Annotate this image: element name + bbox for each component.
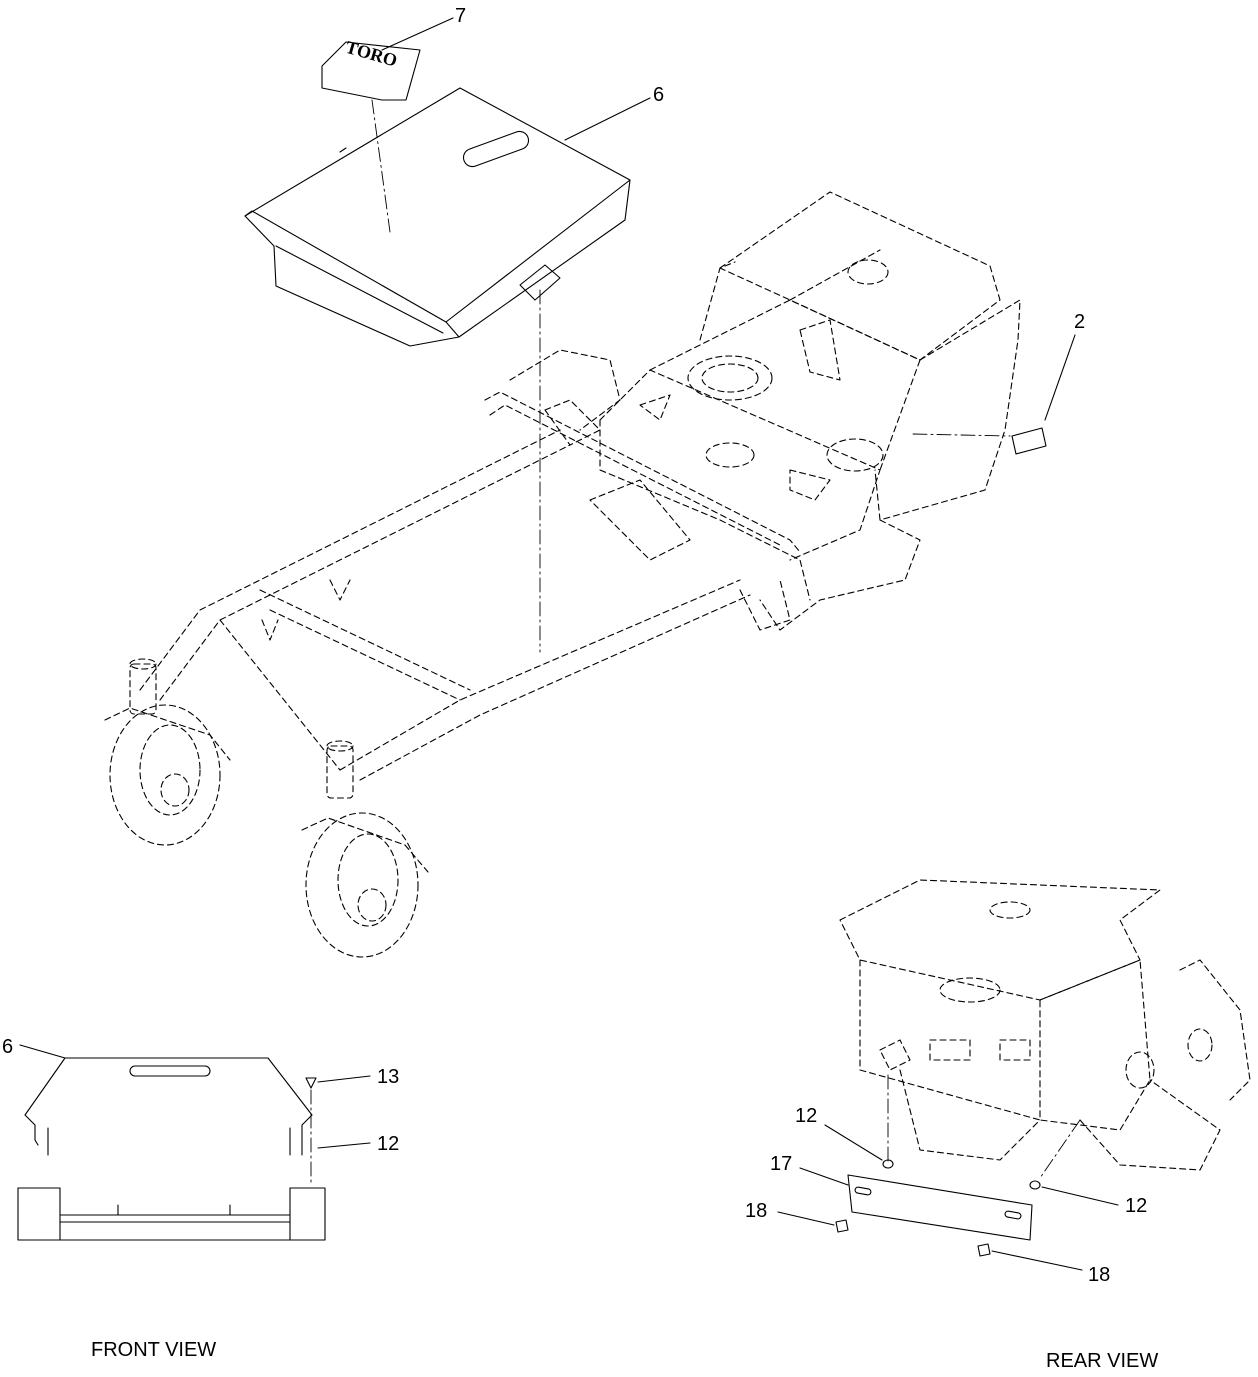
logo-decal-text: TORO [343, 37, 399, 71]
callout-12-rear-top: 12 [795, 1105, 817, 1127]
callout-18-right: 18 [1088, 1264, 1110, 1286]
callout-12-front: 12 [377, 1133, 399, 1155]
rear-view-label: REAR VIEW [1046, 1350, 1159, 1372]
callout-6-main: 6 [653, 84, 664, 106]
callout-13: 13 [377, 1066, 399, 1088]
callout-17: 17 [770, 1153, 792, 1175]
chassis-frame [139, 191, 1021, 781]
front-view-detail [17, 1057, 326, 1241]
callout-12-rear-right: 12 [1125, 1195, 1147, 1217]
callout-18-left: 18 [745, 1200, 767, 1222]
logo-decal: TORO [321, 37, 421, 101]
hood-cover [244, 87, 631, 347]
callout-7: 7 [455, 5, 466, 27]
decal-part-2 [1011, 427, 1047, 455]
callout-numbers: 7 6 2 6 13 12 12 17 18 12 18 [2, 5, 1147, 1286]
caster-wheel-left [104, 658, 231, 846]
callout-2: 2 [1074, 311, 1085, 333]
rear-view-detail [835, 879, 1251, 1257]
front-view-label: FRONT VIEW [91, 1339, 217, 1361]
caster-wheel-right [301, 740, 429, 958]
leader-lines [19, 17, 1119, 1271]
callout-6-front: 6 [2, 1036, 13, 1058]
alignment-lines [371, 99, 1011, 653]
